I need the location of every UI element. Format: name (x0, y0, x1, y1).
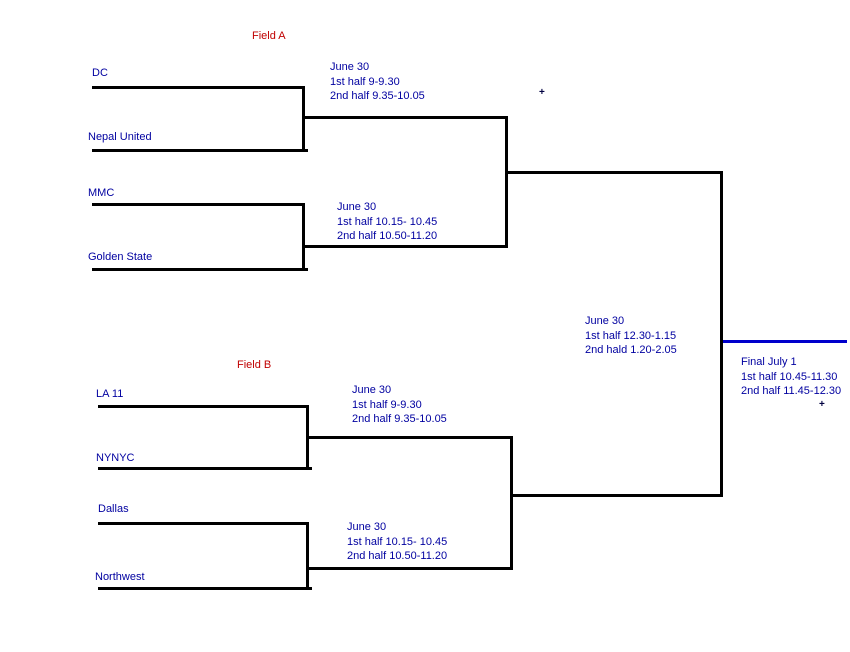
schedule-final: Final July 1 1st half 10.45-11.30 2nd ha… (741, 355, 841, 399)
bracket-line-dc (92, 86, 305, 89)
schedule-field-a-match1: June 30 1st half 9-9.30 2nd half 9.35-10… (330, 60, 425, 104)
schedule-line: Final July 1 (741, 356, 797, 368)
schedule-line: 2nd half 10.50-11.20 (347, 550, 448, 562)
anchor-marker-bottom: + (819, 399, 825, 410)
team-nepal-united: Nepal United (88, 131, 152, 143)
semifinal-join-b (510, 436, 513, 570)
schedule-line: 2nd half 9.35-10.05 (352, 413, 447, 425)
bracket-line-la-11 (98, 405, 309, 408)
schedule-line: 1st half 12.30-1.15 (585, 329, 677, 342)
schedule-line: 2nd half 9.35-10.05 (330, 90, 425, 102)
bracket-join-a2 (302, 203, 305, 271)
schedule-semifinal: June 30 1st half 12.30-1.15 2nd hald 1.2… (585, 314, 677, 358)
schedule-line: June 30 (352, 384, 392, 396)
team-golden-state: Golden State (88, 251, 153, 263)
schedule-line: 1st half 9-9.30 (330, 75, 400, 88)
bracket-line-nynyc (98, 467, 312, 470)
schedule-line: June 30 (330, 61, 370, 73)
team-dc: DC (92, 67, 108, 79)
schedule-line: 1st half 9-9.30 (352, 398, 422, 411)
field-a-label: Field A (252, 30, 286, 42)
winner-line-b1 (306, 436, 512, 439)
bracket-line-northwest (98, 587, 312, 590)
winner-line-b2 (306, 567, 512, 570)
schedule-line: June 30 (347, 521, 387, 533)
semifinal-join-a (505, 116, 508, 248)
schedule-field-b-match1: June 30 1st half 9-9.30 2nd half 9.35-10… (352, 383, 447, 427)
bracket-line-mmc (92, 203, 305, 206)
final-winner-line (723, 340, 847, 343)
schedule-field-a-match2: June 30 1st half 10.15- 10.45 2nd half 1… (337, 200, 437, 244)
final-join (720, 171, 723, 497)
bracket-line-golden-state (92, 268, 308, 271)
schedule-line: 2nd half 10.50-11.20 (337, 230, 438, 242)
bracket-join-a1 (302, 86, 305, 152)
team-dallas: Dallas (98, 503, 129, 515)
schedule-line: 1st half 10.15- 10.45 (337, 215, 438, 228)
winner-line-a1 (302, 116, 508, 119)
semifinal-winner-line-a (505, 171, 723, 174)
field-b-label: Field B (237, 359, 272, 371)
bracket-line-nepal-united (92, 149, 308, 152)
schedule-line: 1st half 10.45-11.30 (741, 370, 838, 383)
schedule-line: 2nd hald 1.20-2.05 (585, 344, 677, 356)
semifinal-winner-line-b (510, 494, 723, 497)
bracket-join-b2 (306, 522, 309, 590)
team-la-11: LA 11 (96, 388, 124, 400)
anchor-marker-top: + (539, 87, 545, 98)
schedule-line: 1st half 10.15- 10.45 (347, 535, 448, 548)
schedule-line: June 30 (337, 201, 377, 213)
winner-line-a2 (302, 245, 508, 248)
team-nynyc: NYNYC (96, 452, 135, 464)
schedule-field-b-match2: June 30 1st half 10.15- 10.45 2nd half 1… (347, 520, 447, 564)
team-northwest: Northwest (95, 571, 145, 583)
schedule-line: 2nd half 11.45-12.30 (741, 385, 842, 397)
bracket-line-dallas (98, 522, 309, 525)
team-mmc: MMC (88, 187, 115, 199)
schedule-line: June 30 (585, 315, 625, 327)
